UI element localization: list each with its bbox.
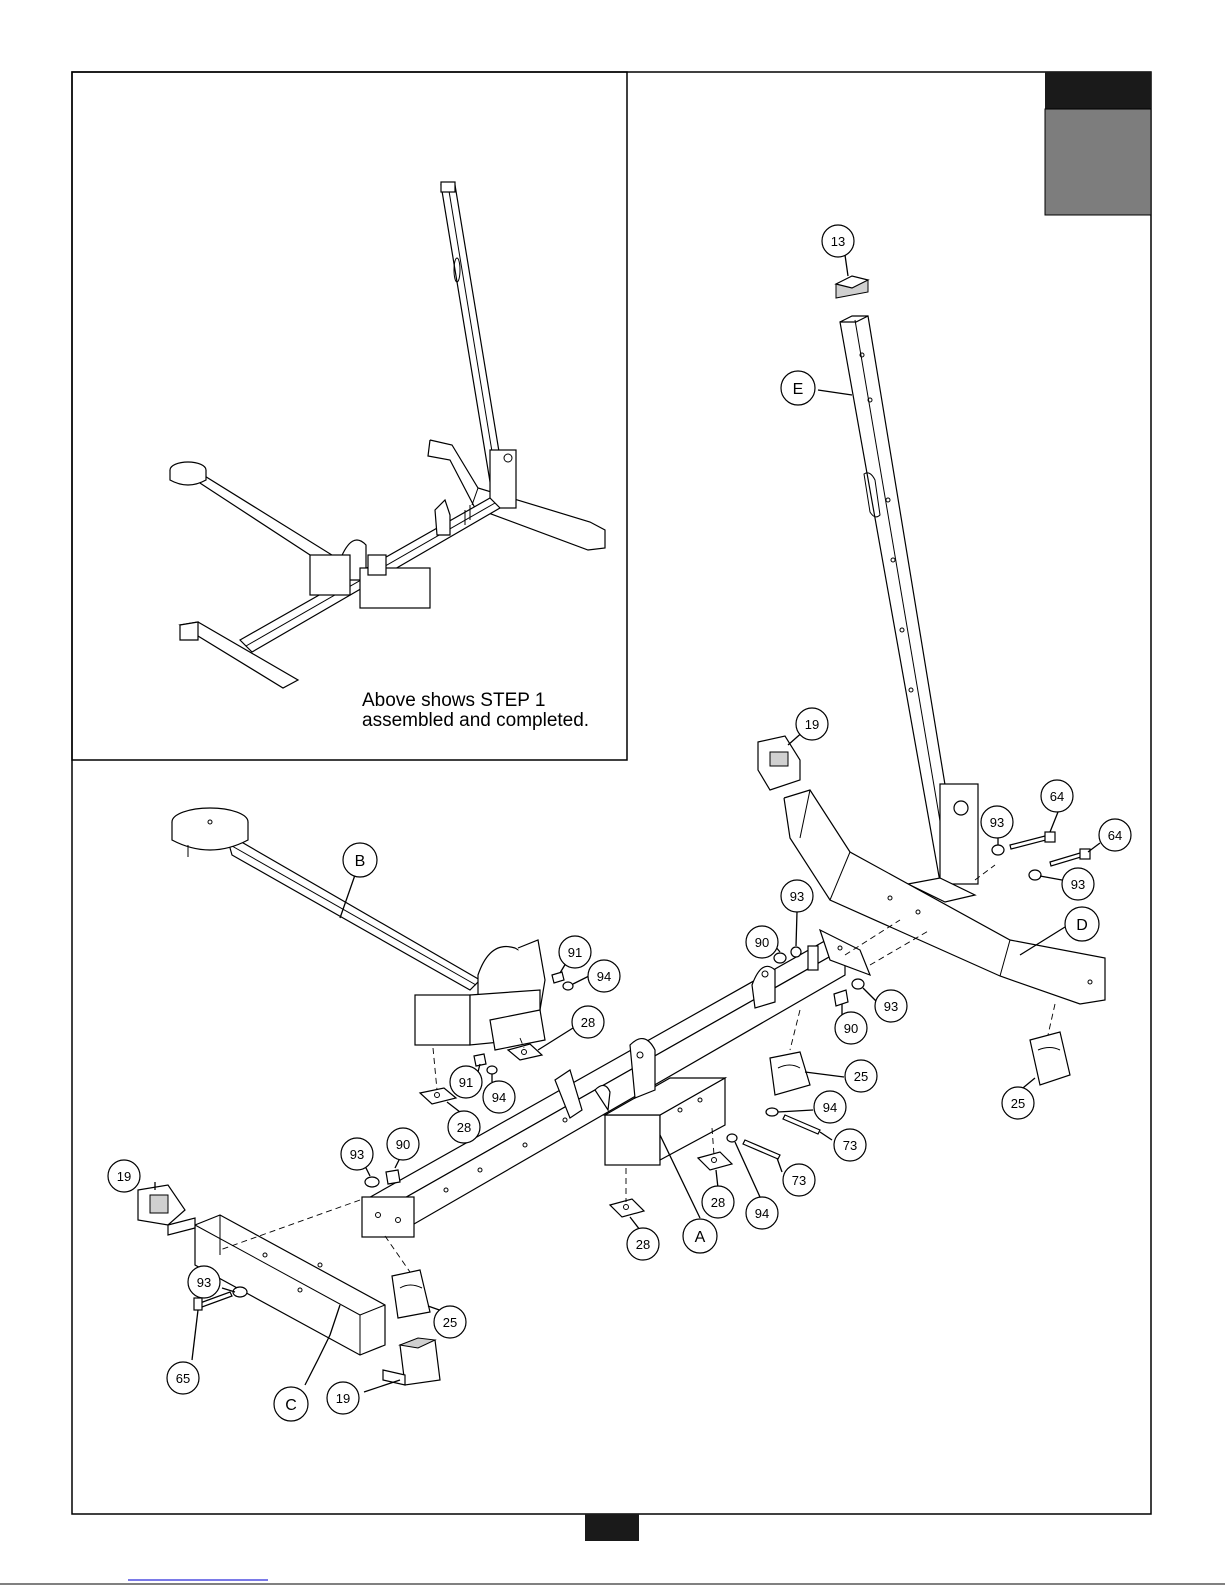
svg-text:B: B	[355, 853, 366, 870]
callout-93: 93	[781, 880, 813, 912]
svg-text:64: 64	[1108, 828, 1122, 843]
callout-64: 64	[1041, 780, 1073, 812]
callout-73: 73	[783, 1164, 815, 1196]
callout-b: B	[343, 843, 377, 877]
callout-94: 94	[483, 1081, 515, 1113]
svg-text:19: 19	[805, 717, 819, 732]
callout-93: 93	[188, 1266, 220, 1298]
callout-19: 19	[796, 708, 828, 740]
step-tab-dark	[1045, 72, 1151, 109]
inset-note-line1: Above shows STEP 1	[362, 690, 545, 711]
callout-a: A	[683, 1219, 717, 1253]
svg-text:90: 90	[755, 935, 769, 950]
svg-text:64: 64	[1050, 789, 1064, 804]
callout-65: 65	[167, 1362, 199, 1394]
svg-text:93: 93	[884, 999, 898, 1014]
page-number-box	[585, 1514, 639, 1541]
callout-73: 73	[834, 1129, 866, 1161]
callout-94: 94	[588, 960, 620, 992]
callout-25: 25	[845, 1060, 877, 1092]
page-frame	[72, 72, 1151, 1514]
svg-text:94: 94	[492, 1090, 506, 1105]
callout-19: 19	[327, 1382, 359, 1414]
svg-text:73: 73	[792, 1173, 806, 1188]
svg-text:93: 93	[350, 1147, 364, 1162]
svg-text:28: 28	[581, 1015, 595, 1030]
svg-text:28: 28	[636, 1237, 650, 1252]
callout-28: 28	[448, 1111, 480, 1143]
part-e-upright	[840, 316, 978, 902]
callout-64: 64	[1099, 819, 1131, 851]
svg-text:91: 91	[459, 1075, 473, 1090]
svg-text:25: 25	[1011, 1096, 1025, 1111]
callout-91: 91	[450, 1066, 482, 1098]
callout-94: 94	[814, 1091, 846, 1123]
callout-94: 94	[746, 1197, 778, 1229]
svg-text:D: D	[1076, 917, 1088, 934]
step-tab-gray	[1045, 109, 1151, 215]
svg-text:19: 19	[336, 1391, 350, 1406]
svg-text:93: 93	[1071, 877, 1085, 892]
svg-text:73: 73	[843, 1138, 857, 1153]
part-25-foot-left	[392, 1270, 430, 1318]
part-19-foot-top	[758, 736, 800, 790]
svg-text:C: C	[285, 1397, 297, 1414]
svg-text:94: 94	[755, 1206, 769, 1221]
callout-93: 93	[341, 1138, 373, 1170]
svg-text:94: 94	[823, 1100, 837, 1115]
part-19-foot-bottom	[383, 1338, 440, 1385]
callout-91: 91	[559, 936, 591, 968]
svg-text:65: 65	[176, 1371, 190, 1386]
part-25-foot-right	[1030, 1032, 1070, 1085]
inset-box	[72, 72, 627, 760]
svg-text:94: 94	[597, 969, 611, 984]
callout-90: 90	[387, 1128, 419, 1160]
svg-text:19: 19	[117, 1169, 131, 1184]
svg-text:E: E	[793, 381, 804, 398]
callout-d: D	[1065, 907, 1099, 941]
callout-93: 93	[875, 990, 907, 1022]
callout-28: 28	[627, 1228, 659, 1260]
svg-text:91: 91	[568, 945, 582, 960]
svg-text:93: 93	[197, 1275, 211, 1290]
callout-93: 93	[1062, 868, 1094, 900]
part-25-foot-mid	[770, 1052, 810, 1095]
callout-e: E	[781, 371, 815, 405]
callout-25: 25	[434, 1306, 466, 1338]
callout-93: 93	[981, 806, 1013, 838]
svg-text:90: 90	[844, 1021, 858, 1036]
callout-28: 28	[702, 1186, 734, 1218]
svg-text:93: 93	[990, 815, 1004, 830]
svg-text:25: 25	[854, 1069, 868, 1084]
part-c-crossbar	[195, 1215, 385, 1355]
svg-text:25: 25	[443, 1315, 457, 1330]
inset-note-line2: assembled and completed.	[362, 710, 589, 731]
svg-text:28: 28	[457, 1120, 471, 1135]
inset-assembled-frame	[170, 182, 605, 688]
part-b-beam	[172, 808, 480, 990]
callout-c: C	[274, 1387, 308, 1421]
svg-text:A: A	[695, 1229, 706, 1246]
callout-90: 90	[835, 1012, 867, 1044]
part-19-foot-left	[138, 1185, 195, 1235]
svg-text:28: 28	[711, 1195, 725, 1210]
svg-text:13: 13	[831, 234, 845, 249]
svg-text:90: 90	[396, 1137, 410, 1152]
callout-19: 19	[108, 1160, 140, 1192]
svg-text:93: 93	[790, 889, 804, 904]
callout-28: 28	[572, 1006, 604, 1038]
callout-90: 90	[746, 926, 778, 958]
callout-13: 13	[822, 225, 854, 257]
callout-25: 25	[1002, 1087, 1034, 1119]
